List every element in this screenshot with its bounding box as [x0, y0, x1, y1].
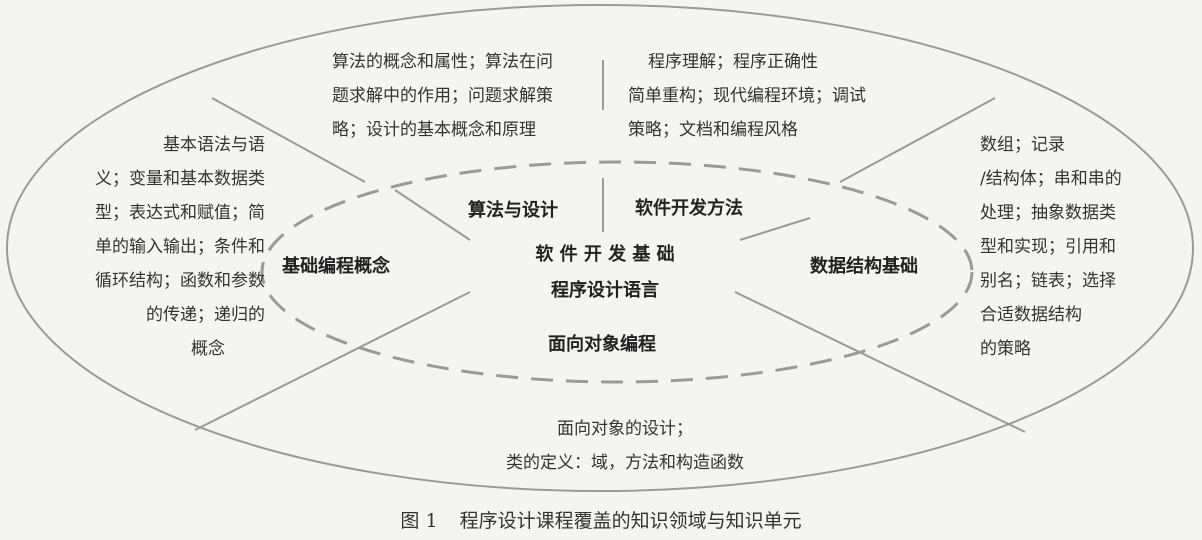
- software-methods-unit-line: 简单重构；现代编程环境；调试: [628, 86, 866, 106]
- core-subtitle: 程序设计语言: [551, 280, 659, 301]
- algorithms-units: 算法的概念和属性；算法在问 题求解中的作用；问题求解策 略；设计的基本概念和原理: [332, 45, 553, 147]
- basic-concepts-unit-line: 义；变量和基本数据类: [95, 169, 265, 189]
- data-structures-unit-line: /结构体；串和串的: [980, 169, 1122, 189]
- software-methods-unit-line: 策略；文档和编程风格: [628, 120, 798, 140]
- software-methods-units: 程序理解；程序正确性 简单重构；现代编程环境；调试 策略；文档和编程风格: [628, 45, 866, 147]
- divider-upper-left: [211, 97, 366, 183]
- figure-number: 图 1: [400, 510, 438, 532]
- divider-upper-right: [839, 97, 996, 183]
- algorithms-unit-line: 略；设计的基本概念和原理: [332, 120, 536, 140]
- divider-inner-left: [394, 189, 471, 241]
- area-label-software-methods: 软件开发方法: [635, 198, 743, 219]
- data-structures-unit-line: 合适数据结构: [980, 305, 1082, 325]
- divider-inner-right: [739, 217, 811, 241]
- oop-unit-line: 面向对象的设计；: [557, 419, 693, 439]
- basic-concepts-unit-line: 概念: [191, 339, 225, 359]
- area-label-algorithms: 算法与设计: [468, 200, 558, 221]
- area-label-oop: 面向对象编程: [548, 334, 656, 355]
- inner-dashed-ellipse: [260, 160, 974, 384]
- basic-concepts-unit-line: 型；表达式和赋值；简: [95, 203, 265, 223]
- area-label-data-structures: 数据结构基础: [810, 256, 918, 277]
- figure-caption: 图 1 程序设计课程覆盖的知识领域与知识单元: [0, 506, 1202, 533]
- divider-lower-right: [734, 291, 1026, 433]
- divider-lower-left: [194, 291, 471, 431]
- data-structures-unit-line: 的策略: [980, 339, 1031, 359]
- data-structures-unit-line: 处理；抽象数据类: [980, 203, 1116, 223]
- data-structures-unit-line: 别名；链表；选择: [980, 271, 1116, 291]
- basic-concepts-unit-line: 单的输入输出；条件和: [95, 237, 265, 257]
- basic-concepts-unit-line: 基本语法与语: [163, 135, 265, 155]
- basic-concepts-unit-line: 循环结构；函数和参数: [95, 271, 265, 291]
- oop-units: 面向对象的设计； 类的定义：域，方法和构造函数: [470, 412, 780, 480]
- oop-unit-line: 类的定义：域，方法和构造函数: [506, 453, 744, 473]
- figure-caption-text: 程序设计课程覆盖的知识领域与知识单元: [459, 510, 802, 532]
- data-structures-unit-line: 数组；记录: [980, 135, 1065, 155]
- data-structures-units: 数组；记录 /结构体；串和串的 处理；抽象数据类 型和实现；引用和 别名；链表；…: [980, 128, 1122, 366]
- area-label-basic-concepts: 基础编程概念: [282, 256, 390, 277]
- algorithms-unit-line: 题求解中的作用；问题求解策: [332, 86, 553, 106]
- basic-concepts-units: 基本语法与语 义；变量和基本数据类 型；表达式和赋值；简 单的输入输出；条件和 …: [40, 128, 265, 366]
- algorithms-unit-line: 算法的概念和属性；算法在问: [332, 52, 553, 72]
- data-structures-unit-line: 型和实现；引用和: [980, 237, 1116, 257]
- software-methods-unit-line: 程序理解；程序正确性: [648, 52, 818, 72]
- outer-ellipse: [6, 4, 1194, 492]
- basic-concepts-unit-line: 的传递；递归的: [146, 305, 265, 325]
- core-title: 软 件 开 发 基 础: [535, 244, 675, 265]
